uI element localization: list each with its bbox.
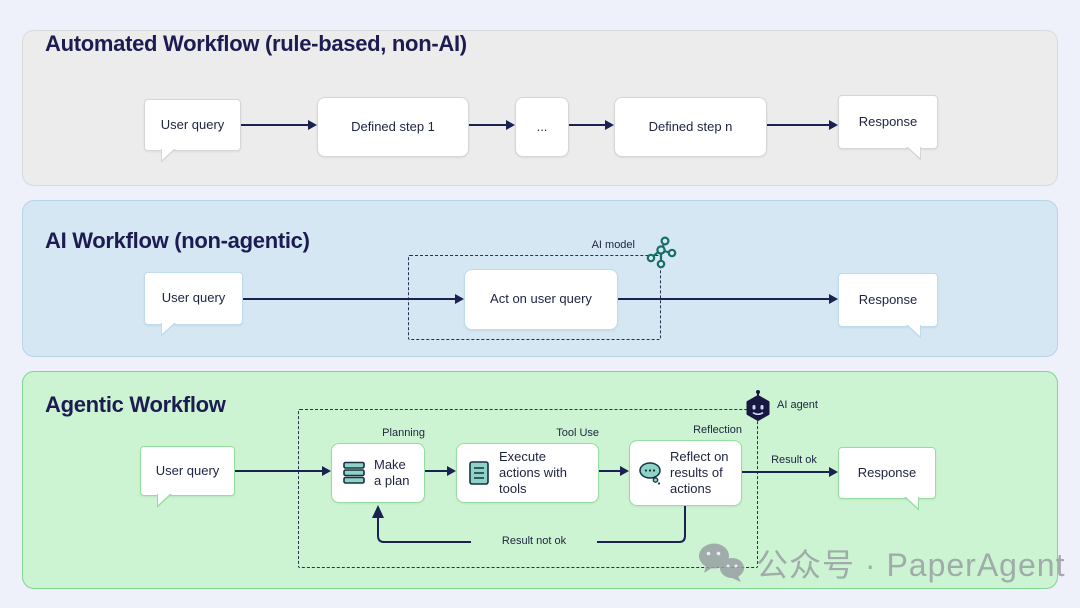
arrow-ellipsis-to-stepn	[569, 120, 614, 130]
node-reflect-results: Reflect on results of actions	[629, 440, 742, 506]
node-defined-step-1: Defined step 1	[317, 97, 469, 157]
stage-label-reflection: Reflection	[693, 424, 742, 436]
wechat-icon	[694, 540, 748, 586]
node-act-label: Act on user query	[490, 291, 592, 307]
ai-agent-label: AI agent	[777, 399, 818, 411]
panel-ai-workflow: AI Workflow (non-agentic) AI model	[22, 200, 1058, 357]
stage-label-tool-use: Tool Use	[556, 427, 599, 439]
panel-agentic-title: Agentic Workflow	[45, 392, 226, 417]
watermark-text: 公众号 · PaperAgent	[756, 547, 1066, 583]
node-response-automated: Response	[838, 95, 938, 161]
ai-model-label: AI model	[591, 239, 635, 251]
network-model-icon	[644, 236, 678, 274]
node-user-query-ai: User query	[144, 272, 243, 337]
node-response-ai: Response	[838, 273, 938, 339]
panel-automated-title: Automated Workflow (rule-based, non-AI)	[45, 31, 467, 56]
node-ellipsis-steps: ...	[515, 97, 569, 157]
arrow-execute-to-reflect	[599, 466, 629, 476]
arrow-plan-to-execute	[425, 466, 456, 476]
node-execute-actions-label: Execute actions with tools	[499, 448, 567, 497]
node-make-a-plan: Make a plan	[331, 443, 425, 503]
watermark: 公众号 · PaperAgent	[694, 540, 1065, 586]
node-reflect-results-label: Reflect on results of actions	[670, 448, 729, 497]
node-defined-step-n-label: Defined step n	[648, 118, 733, 134]
node-response-agentic-label: Response	[857, 464, 917, 480]
arrow-act-to-response	[618, 294, 838, 304]
edge-label-result-ok: Result ok	[771, 454, 817, 466]
edge-label-result-not-ok: Result not ok	[471, 535, 597, 547]
node-execute-actions: Execute actions with tools	[456, 443, 599, 503]
arrow-userquery-to-plan	[235, 466, 331, 476]
node-response-agentic: Response	[838, 447, 936, 511]
node-act-on-user-query: Act on user query	[464, 269, 618, 330]
robot-agent-icon	[740, 389, 776, 429]
arrow-result-ok	[742, 467, 838, 477]
node-defined-step-1-label: Defined step 1	[351, 118, 435, 134]
arrow-step1-to-ellipsis	[469, 120, 515, 130]
node-response-automated-label: Response	[858, 113, 918, 129]
panel-ai-title: AI Workflow (non-agentic)	[45, 228, 310, 253]
node-user-query-automated: User query	[144, 99, 241, 163]
stack-plan-icon	[342, 460, 366, 486]
arrow-stepn-to-response	[767, 120, 838, 130]
node-make-a-plan-label: Make a plan	[374, 456, 410, 488]
node-defined-step-n: Defined step n	[614, 97, 767, 157]
ai-model-boundary	[408, 255, 661, 340]
node-user-query-automated-label: User query	[160, 116, 225, 132]
stage-label-planning: Planning	[382, 427, 425, 439]
document-tools-icon	[467, 460, 491, 486]
node-user-query-ai-label: User query	[161, 290, 226, 306]
ai-agent-boundary	[298, 409, 758, 568]
arrow-userquery-to-act	[243, 294, 464, 304]
node-ellipsis-label: ...	[536, 118, 548, 134]
thought-bubble-icon	[638, 460, 664, 486]
arrow-userquery-to-step1	[241, 120, 317, 130]
node-user-query-agentic: User query	[140, 446, 235, 508]
panel-automated-workflow: Automated Workflow (rule-based, non-AI) …	[22, 30, 1058, 186]
panel-agentic-workflow: Agentic Workflow AI agent Planning Tool …	[22, 371, 1058, 589]
node-response-ai-label: Response	[858, 291, 918, 307]
node-user-query-agentic-label: User query	[155, 462, 220, 478]
